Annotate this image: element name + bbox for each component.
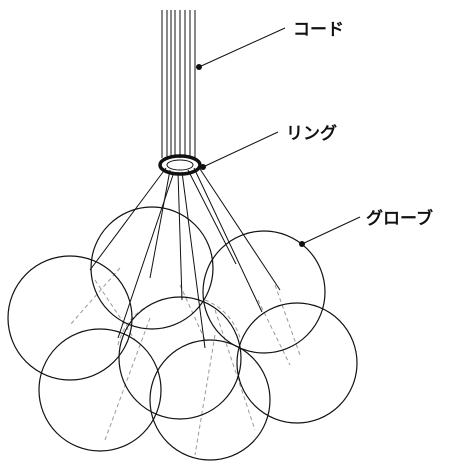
ring-label: リング	[286, 123, 337, 144]
globe-label: グローブ	[366, 208, 433, 229]
globe-front-left	[38, 328, 162, 452]
globe-back-left	[90, 206, 214, 330]
callout-dot-globe	[299, 241, 305, 247]
ring	[158, 154, 202, 176]
globe-center	[118, 296, 242, 420]
globe-front-center	[149, 339, 271, 461]
callout-dot-cord	[196, 64, 202, 70]
callout-globe: グローブ	[299, 208, 433, 247]
globe-wires	[89, 165, 281, 349]
globes	[7, 206, 358, 461]
globe-mid-left	[7, 255, 133, 381]
callout-dot-ring	[200, 164, 206, 170]
cord-bundle	[161, 10, 196, 158]
globe-back-right	[202, 230, 326, 354]
globe-front-right	[236, 302, 358, 424]
callout-cord: コード	[196, 20, 344, 70]
callout-ring: リング	[200, 123, 337, 170]
hidden-lines	[69, 267, 301, 456]
cord-label: コード	[293, 20, 344, 40]
